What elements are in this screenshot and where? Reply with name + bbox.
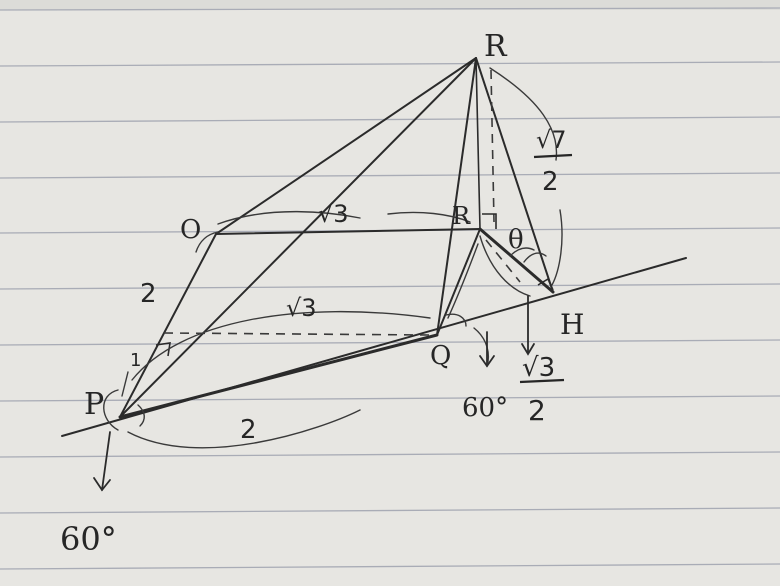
- arc-O-left: [195, 231, 219, 253]
- length-label-PR: √3: [286, 294, 317, 322]
- figure-lines: [61, 57, 687, 437]
- rule-line: [0, 395, 780, 402]
- arc-Q-foot: [447, 243, 479, 319]
- arc-P-angle-2: [137, 404, 145, 427]
- dashed-P-Q: [163, 332, 431, 336]
- angle-arrows: [93, 295, 535, 492]
- arc-R-H: [489, 67, 558, 161]
- length-label-QH-numerator: √3: [522, 353, 555, 383]
- line-O-R: [215, 57, 477, 235]
- arrow-H-head: [521, 343, 535, 356]
- right-angle-P: [155, 342, 171, 357]
- rule-line: [0, 451, 780, 458]
- arc-P-Q-upper: [131, 311, 431, 381]
- line-R-foot: [475, 57, 481, 230]
- line-R-Q: [436, 57, 477, 336]
- length-label-RH-denominator: 2: [542, 167, 559, 197]
- line-P-R: [119, 57, 477, 418]
- vertex-label-R: R: [484, 29, 508, 64]
- angle-label-one: 1: [130, 350, 141, 371]
- rule-line: [0, 172, 780, 179]
- length-label-RH-numerator: √7: [536, 126, 567, 154]
- rule-line: [0, 507, 780, 514]
- arrow-Q-head: [479, 355, 495, 368]
- angle-label-theta: θ: [508, 225, 524, 255]
- arc-O-R: [217, 210, 361, 225]
- measurement-arcs: [103, 67, 563, 449]
- vertex-label-Q: Q: [430, 341, 451, 371]
- rule-line: [0, 7, 780, 11]
- vertex-label-H: H: [560, 308, 584, 341]
- arc-O-foot: [387, 211, 471, 223]
- line-Q-foot: [436, 228, 481, 336]
- angle-label-Q-60: 60°: [462, 393, 508, 423]
- fraction-bar-QH: [519, 378, 565, 384]
- length-label-QH-denominator: 2: [528, 394, 546, 427]
- line-O-foot: [215, 228, 481, 235]
- arc-theta-2: [523, 252, 547, 263]
- right-angle-foot: [482, 213, 497, 229]
- arrow-P-shaft: [101, 431, 111, 491]
- length-label-OR: √3: [318, 200, 349, 228]
- arrow-P-head: [93, 477, 111, 492]
- line-P-O: [119, 233, 217, 418]
- ruled-lines: [0, 7, 780, 570]
- angle-label-P-60: 60°: [60, 520, 117, 558]
- fraction-bar-RH: [533, 153, 573, 159]
- arc-P-angle: [103, 389, 119, 431]
- vertex-label-P: P: [84, 387, 104, 422]
- arc-foot-H: [479, 235, 531, 297]
- rule-line: [0, 61, 780, 67]
- line-P-Q-thick: [118, 333, 439, 419]
- rule-line: [0, 283, 780, 290]
- arc-H: [551, 209, 563, 286]
- length-label-OP: 2: [140, 279, 157, 309]
- arc-P-small: [121, 371, 129, 397]
- rule-line: [0, 116, 780, 123]
- hidden-lines: [163, 69, 521, 336]
- fraction-bars: [519, 153, 573, 384]
- right-angle-marks: [155, 213, 554, 357]
- line-foot-H: [478, 227, 555, 294]
- paper-shadow-top: [0, 0, 780, 10]
- arc-theta: [509, 247, 535, 257]
- arc-Q-indicator: [473, 327, 490, 363]
- vertex-label-O: O: [180, 215, 201, 245]
- length-label-PQ: 2: [240, 415, 257, 445]
- rule-line: [0, 563, 780, 570]
- arc-P-Q-lower: [127, 409, 361, 449]
- right-angle-H: [537, 277, 554, 291]
- vertex-label-foot-R: R: [452, 202, 471, 230]
